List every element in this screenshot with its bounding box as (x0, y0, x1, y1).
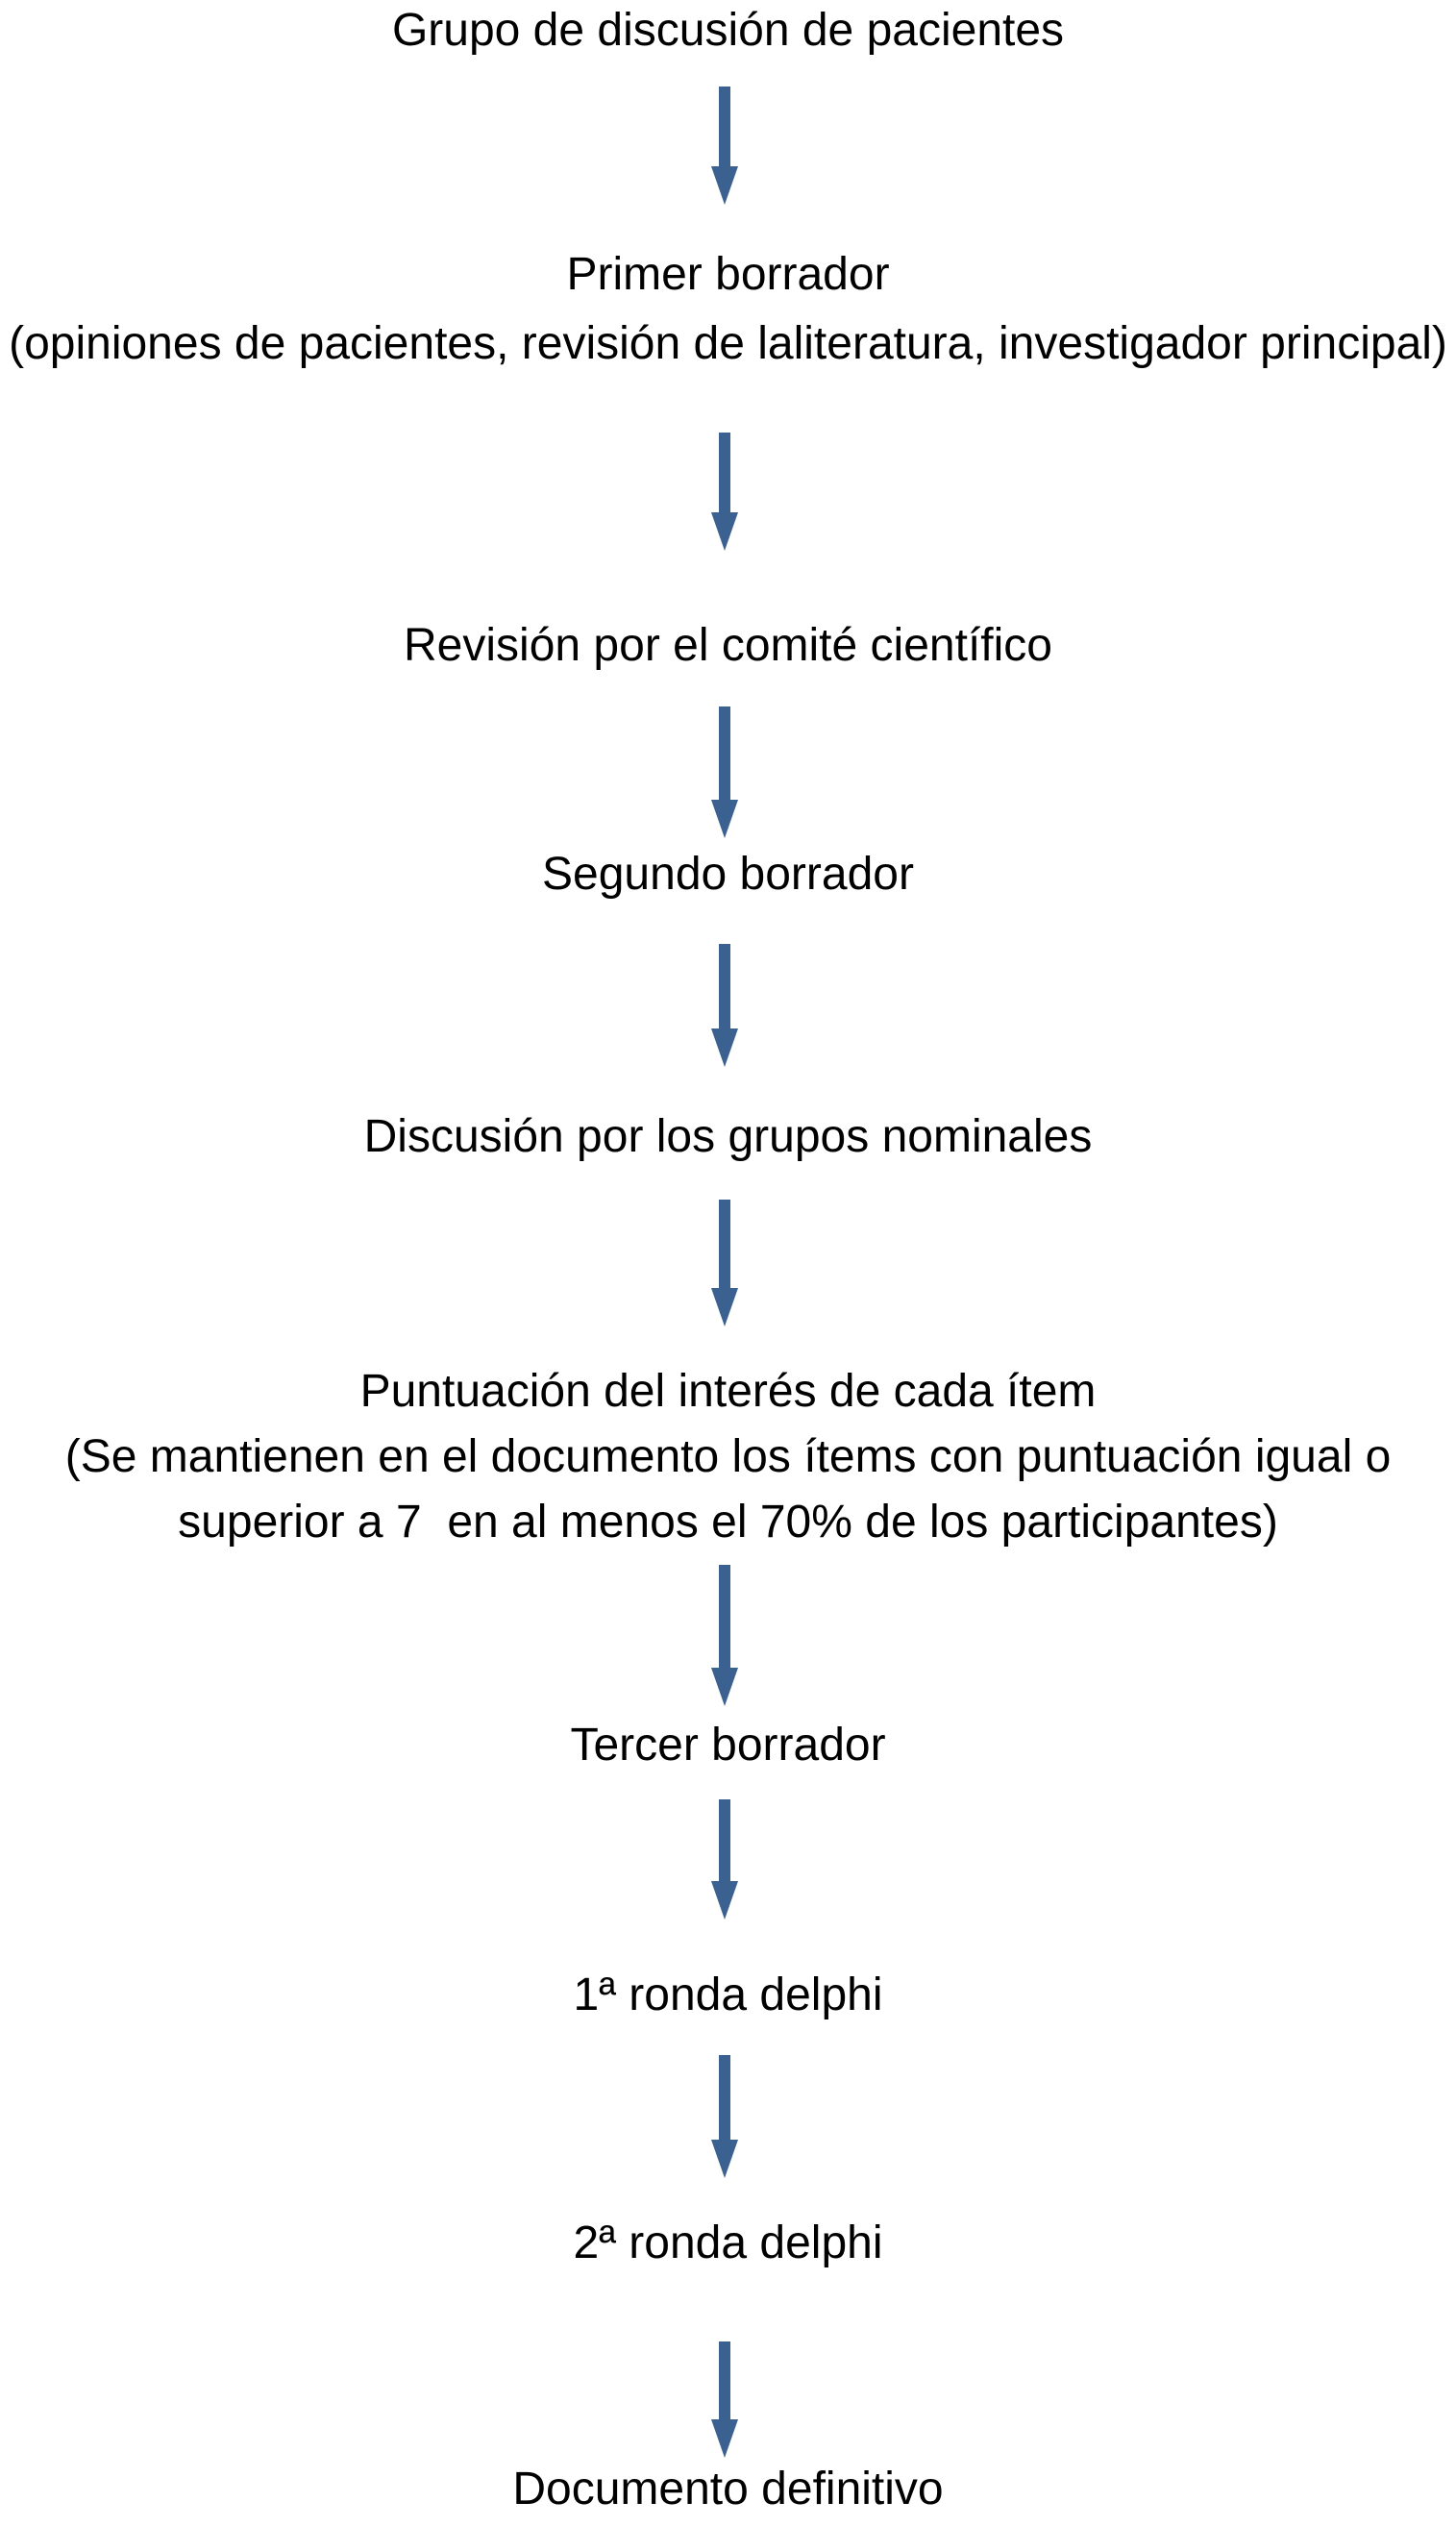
arrow-head (711, 166, 738, 205)
step-documento-definitivo: Documento definitivo (512, 2464, 944, 2515)
arrow-head (711, 512, 738, 551)
step-tercer-borrador: Tercer borrador (570, 1720, 886, 1771)
step-segundo-borrador: Segundo borrador (542, 849, 914, 900)
down-arrow (711, 2055, 738, 2178)
arrow-head (711, 2140, 738, 2178)
down-arrow (711, 1799, 738, 1920)
step-revision-comite-cientifico: Revisión por el comité científico (404, 620, 1052, 671)
arrow-shaft (719, 1565, 730, 1668)
down-arrow (711, 87, 738, 205)
arrow-shaft (719, 706, 730, 800)
arrow-shaft (719, 2055, 730, 2140)
down-arrow (711, 706, 738, 838)
down-arrow (711, 1200, 738, 1326)
step-primer-borrador-detail: (opiniones de pacientes, revisión de lal… (9, 318, 1447, 369)
down-arrow (711, 2341, 738, 2458)
arrow-head (711, 1288, 738, 1326)
arrow-shaft (719, 2341, 730, 2419)
step-primera-ronda-delphi: 1ª ronda delphi (573, 1970, 883, 2020)
arrow-head (711, 1668, 738, 1706)
arrow-head (711, 1881, 738, 1920)
down-arrow (711, 944, 738, 1067)
step-primer-borrador: Primer borrador (566, 249, 890, 300)
arrow-shaft (719, 433, 730, 512)
arrow-head (711, 1028, 738, 1067)
arrow-head (711, 800, 738, 838)
step-segunda-ronda-delphi: 2ª ronda delphi (573, 2217, 883, 2268)
step-puntuacion-interes: Puntuación del interés de cada ítem (359, 1366, 1097, 1417)
down-arrow (711, 1565, 738, 1706)
step-puntuacion-detail-line-2: superior a 7 en al menos el 70% de los p… (178, 1497, 1278, 1548)
step-puntuacion-detail-line-1: (Se mantienen en el documento los ítems … (64, 1431, 1392, 1482)
step-grupo-discusion-pacientes: Grupo de discusión de pacientes (391, 5, 1065, 56)
step-discusion-grupos-nominales: Discusión por los grupos nominales (363, 1111, 1093, 1162)
arrow-shaft (719, 944, 730, 1028)
arrow-shaft (719, 1799, 730, 1881)
arrow-shaft (719, 1200, 730, 1288)
arrow-shaft (719, 87, 730, 166)
down-arrow (711, 433, 738, 551)
arrow-head (711, 2419, 738, 2458)
